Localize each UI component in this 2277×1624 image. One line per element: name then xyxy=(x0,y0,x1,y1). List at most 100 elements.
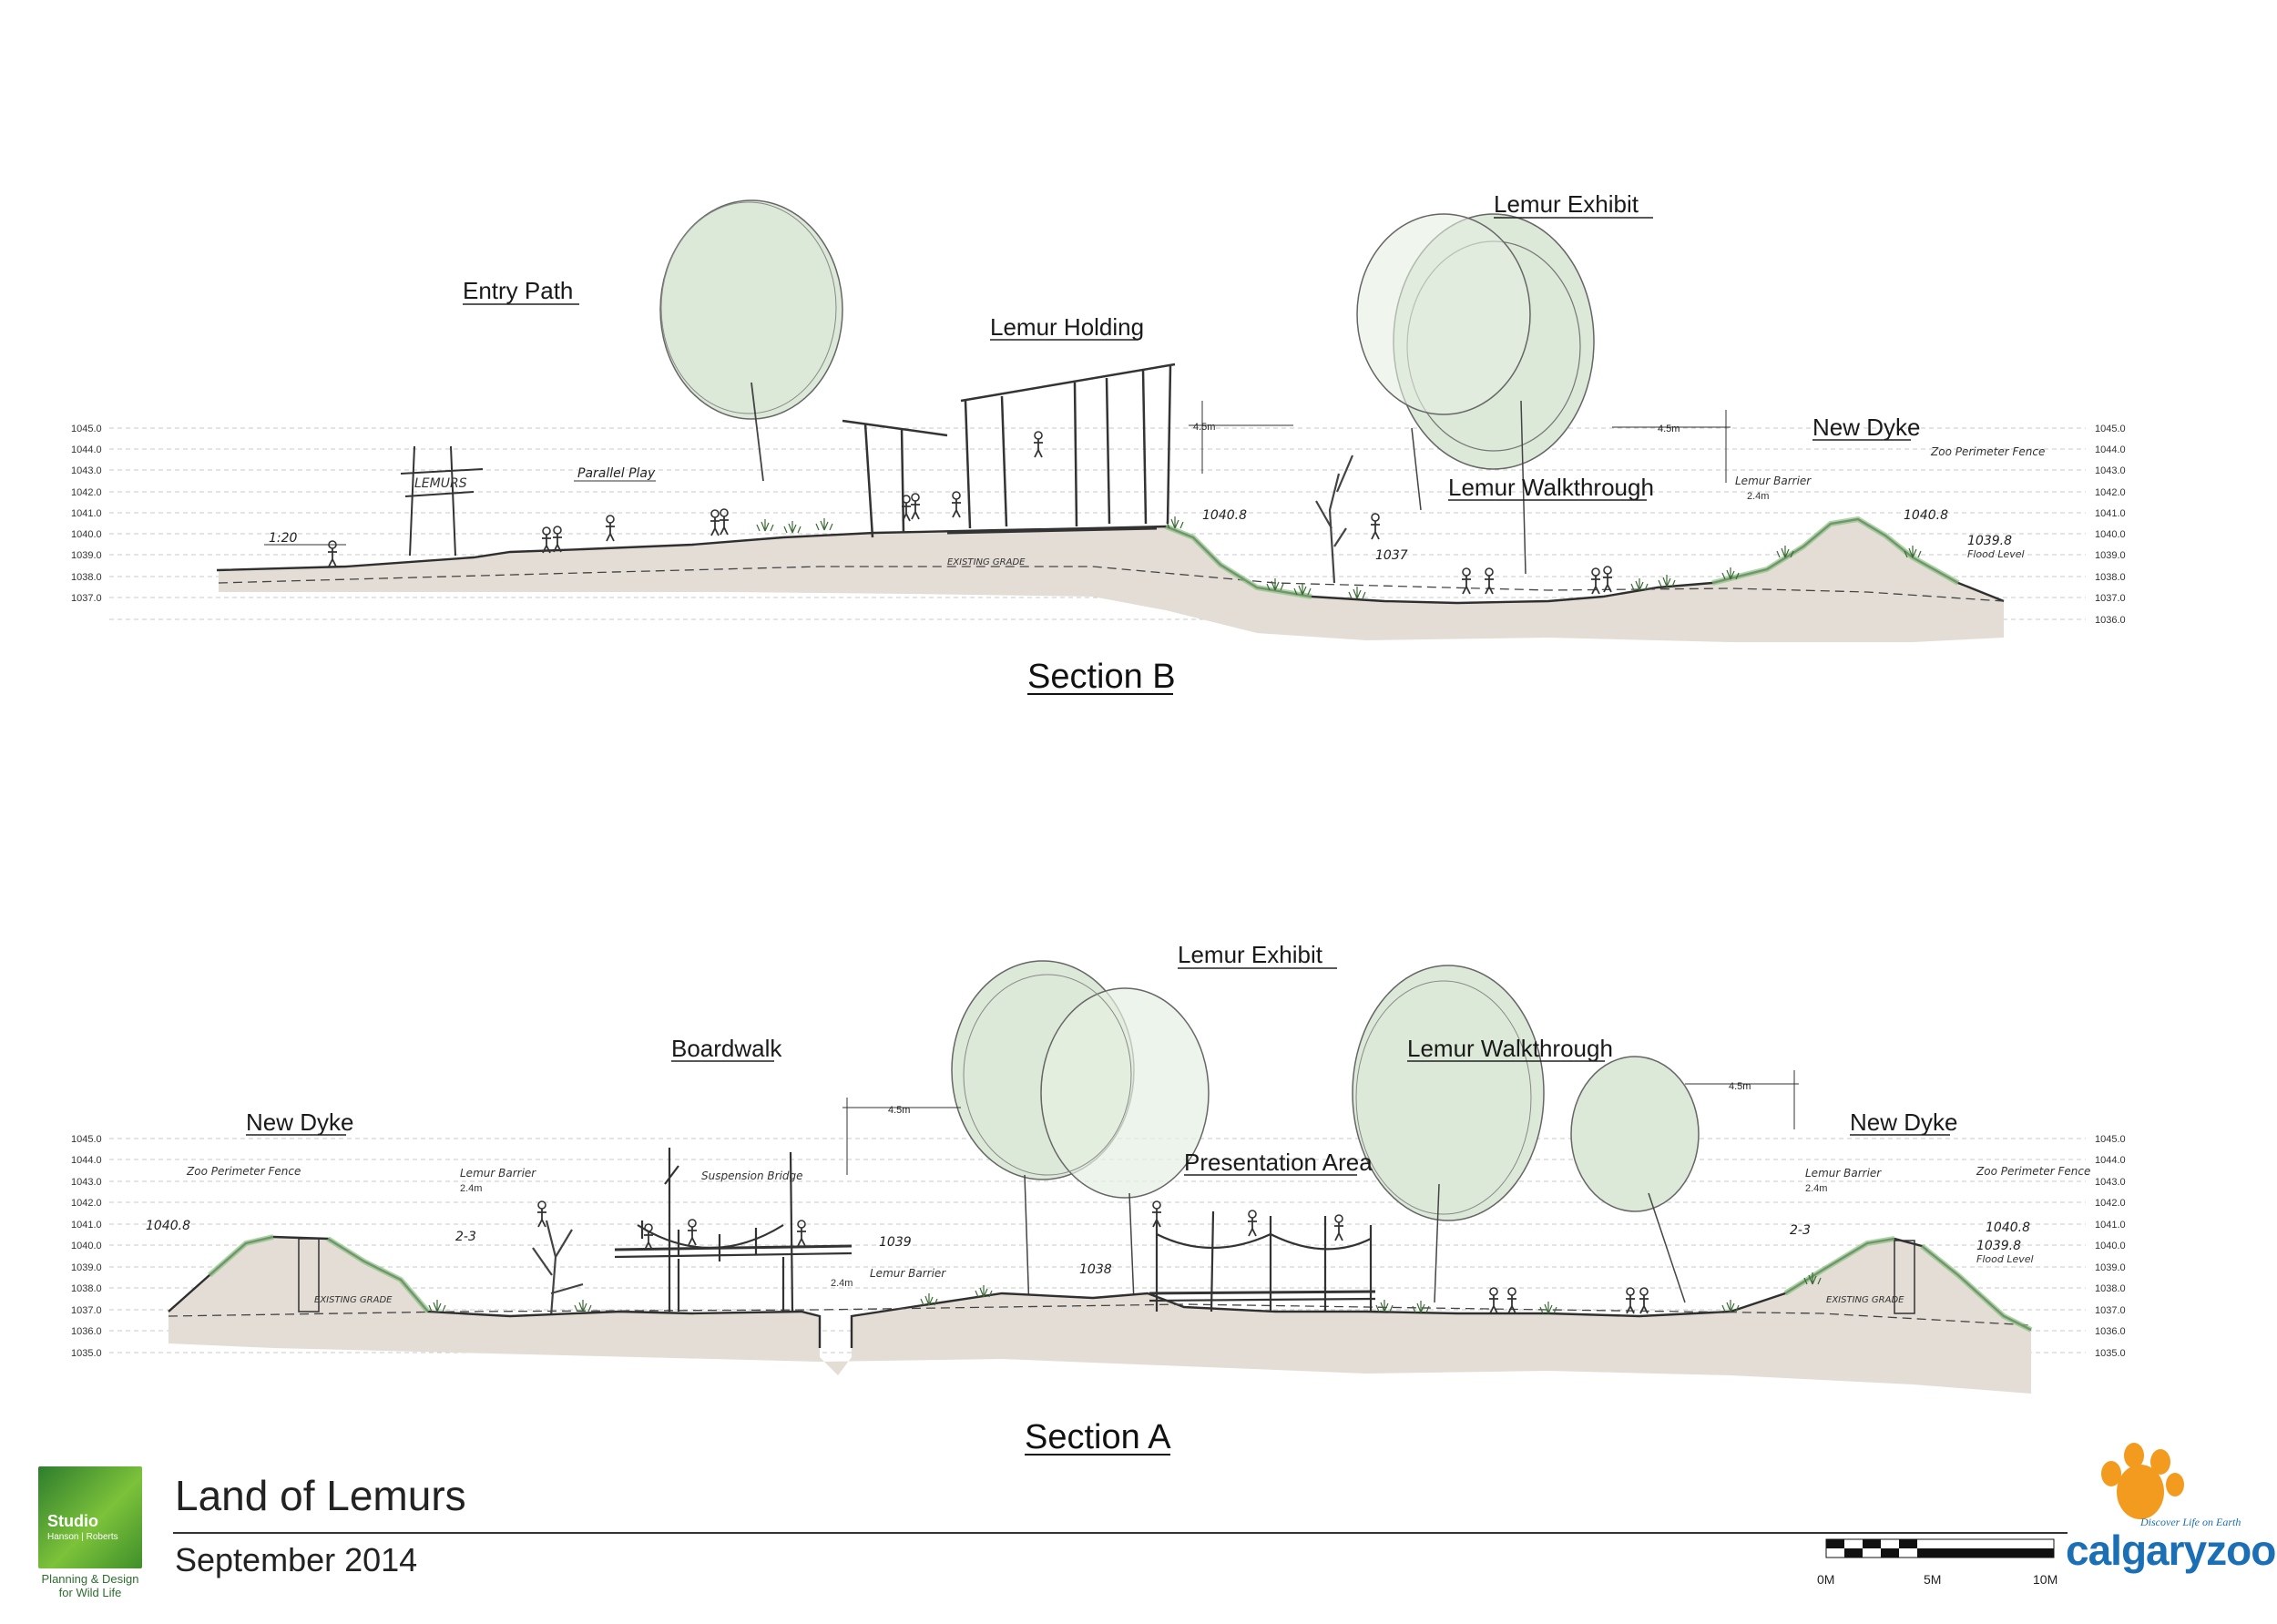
tick-label: 1037.0 xyxy=(2095,1305,2126,1316)
tree-canopy xyxy=(1352,965,1545,1221)
tick-label: 1038.0 xyxy=(71,1283,102,1294)
tick-label: 1044.0 xyxy=(2095,444,2126,455)
studio-logo-partners: Hanson | Roberts xyxy=(47,1532,118,1542)
annotation-lemur-barrier: Lemur Barrier xyxy=(870,1267,946,1280)
label-lemur-exhibit: Lemur Exhibit xyxy=(1178,941,1323,968)
calgary-zoo-paw-logo xyxy=(2101,1443,2184,1519)
section-a-trees xyxy=(532,960,1700,1317)
tick-label: 1044.0 xyxy=(71,1155,102,1166)
studio-logo: Studio Hanson | Roberts xyxy=(38,1466,142,1568)
section-a-elevation-ticks-left: 1045.0 1044.0 1043.0 1042.0 1041.0 1040.… xyxy=(71,1134,102,1359)
tick-label: 1036.0 xyxy=(71,1326,102,1337)
dyke-culvert xyxy=(298,1238,320,1312)
section-a-people xyxy=(536,1200,1649,1314)
label-boardwalk: Boardwalk xyxy=(671,1035,782,1062)
label-new-dyke-right: New Dyke xyxy=(1850,1108,1957,1136)
boardwalk-structure xyxy=(614,1148,853,1312)
annotation-existing-grade: EXISTING GRADE xyxy=(314,1295,393,1305)
annotation-zoo-fence: Zoo Perimeter Fence xyxy=(1930,445,2045,458)
section-a: 1045.0 1044.0 1043.0 1042.0 1041.0 1040.… xyxy=(71,941,2126,1456)
tick-label: 1038.0 xyxy=(71,572,102,583)
studio-logo-name: Studio xyxy=(47,1512,98,1530)
annotation-slope: 1:20 xyxy=(269,531,298,546)
tick-label: 1037.0 xyxy=(71,593,102,604)
tick-label: 1045.0 xyxy=(71,424,102,434)
tick-label: 1037.0 xyxy=(2095,593,2126,604)
annotation-elevation: 1040.8 xyxy=(146,1219,190,1233)
presentation-area-structure xyxy=(1149,1210,1376,1312)
tick-label: 1044.0 xyxy=(2095,1155,2126,1166)
annotation-existing-grade: EXISTING GRADE xyxy=(947,557,1026,567)
grass-band xyxy=(208,1234,274,1278)
tick-label: 1041.0 xyxy=(2095,508,2126,519)
project-date: September 2014 xyxy=(175,1541,418,1578)
scale-bar xyxy=(1825,1538,2055,1558)
scale-label: 10M xyxy=(2033,1572,2058,1587)
tick-label: 1040.0 xyxy=(2095,1241,2126,1251)
label-lemur-walkthrough: Lemur Walkthrough xyxy=(1448,474,1654,501)
tick-label: 1039.0 xyxy=(2095,550,2126,561)
tick-label: 1044.0 xyxy=(71,444,102,455)
lemur-holding-structure xyxy=(842,363,1176,538)
tick-label: 1042.0 xyxy=(71,1198,102,1209)
scale-label: 5M xyxy=(1924,1572,1942,1587)
section-b-elevation-ticks-right: 1045.0 1044.0 1043.0 1042.0 1041.0 1040.… xyxy=(2095,424,2126,626)
dyke-culvert xyxy=(1894,1240,1915,1314)
studio-tagline: Planning & Design for Wild Life xyxy=(31,1572,149,1599)
section-b-trees xyxy=(659,199,1595,584)
tick-label: 1039.0 xyxy=(71,550,102,561)
tick-label: 1035.0 xyxy=(2095,1348,2126,1359)
annotation-elevation: 1040.8 xyxy=(1904,508,1948,523)
annotation-suspension-bridge: Suspension Bridge xyxy=(701,1169,803,1182)
tick-label: 1042.0 xyxy=(2095,1198,2126,1209)
section-b-ground xyxy=(219,519,2004,642)
section-b-elevation-ticks-left: 1045.0 1044.0 1043.0 1042.0 1041.0 1040.… xyxy=(71,424,102,604)
dimension-label: 4.5m xyxy=(1193,422,1215,433)
label-entry-path: Entry Path xyxy=(463,277,573,304)
annotation-elevation: 1039.8 xyxy=(1967,534,2012,548)
section-a-ground xyxy=(168,1237,2031,1394)
section-a-title: Section A xyxy=(1025,1418,1171,1456)
annotation-lemur-barrier: Lemur Barrier xyxy=(1735,475,1812,487)
section-b-annotations: Parallel Play 1:20 EXISTING GRADE 1040.8… xyxy=(264,401,2045,567)
section-b: 1045.0 1044.0 1043.0 1042.0 1041.0 1040.… xyxy=(71,190,2126,696)
annotation-slope: 2-3 xyxy=(455,1230,476,1244)
annotation-elevation: 1038 xyxy=(1079,1262,1112,1277)
dimension-label: 4.5m xyxy=(1729,1081,1751,1092)
annotation-elevation: 1039 xyxy=(879,1235,912,1250)
dimension-label: 4.5m xyxy=(1658,424,1680,434)
svg-text:LEMURS: LEMURS xyxy=(414,476,467,491)
project-title: Land of Lemurs xyxy=(175,1472,466,1519)
tree-canopy xyxy=(659,199,843,420)
grass-band xyxy=(1783,1236,1895,1296)
tick-label: 1040.0 xyxy=(2095,529,2126,540)
entry-sign-structure: LEMURS xyxy=(400,445,484,557)
annotation-elevation: 1040.8 xyxy=(1202,508,1247,523)
annotation-parallel-play: Parallel Play xyxy=(577,466,656,481)
annotation-lemur-barrier: Lemur Barrier xyxy=(1805,1167,1882,1180)
grass-band xyxy=(1920,1243,2033,1333)
tick-label: 1041.0 xyxy=(71,1220,102,1231)
annotation-barrier-height: 2.4m xyxy=(831,1278,853,1289)
tick-label: 1041.0 xyxy=(71,508,102,519)
tree-canopy xyxy=(1356,213,1531,415)
tree-canopy xyxy=(1570,1056,1700,1212)
annotation-barrier-height: 2.4m xyxy=(460,1183,482,1194)
annotation-elevation: 1040.8 xyxy=(1986,1221,2030,1235)
tick-label: 1045.0 xyxy=(2095,424,2126,434)
section-a-existing-grade xyxy=(168,1303,2032,1326)
tick-label: 1045.0 xyxy=(71,1134,102,1145)
client-tagline: Discover Life on Earth xyxy=(2140,1516,2241,1528)
tick-label: 1036.0 xyxy=(2095,1326,2126,1337)
annotation-barrier-height: 2.4m xyxy=(1747,491,1769,502)
annotation-elevation: 1039.8 xyxy=(1976,1239,2021,1253)
section-b-title: Section B xyxy=(1027,658,1176,696)
section-a-elevation-ticks-right: 1045.0 1044.0 1043.0 1042.0 1041.0 1040.… xyxy=(2095,1134,2126,1359)
annotation-elevation: 1037 xyxy=(1375,548,1408,563)
scale-label: 0M xyxy=(1817,1572,1835,1587)
annotation-existing-grade: EXISTING GRADE xyxy=(1826,1295,1904,1305)
label-lemur-exhibit: Lemur Exhibit xyxy=(1494,190,1639,218)
grass-band xyxy=(326,1236,431,1313)
tick-label: 1041.0 xyxy=(2095,1220,2126,1231)
